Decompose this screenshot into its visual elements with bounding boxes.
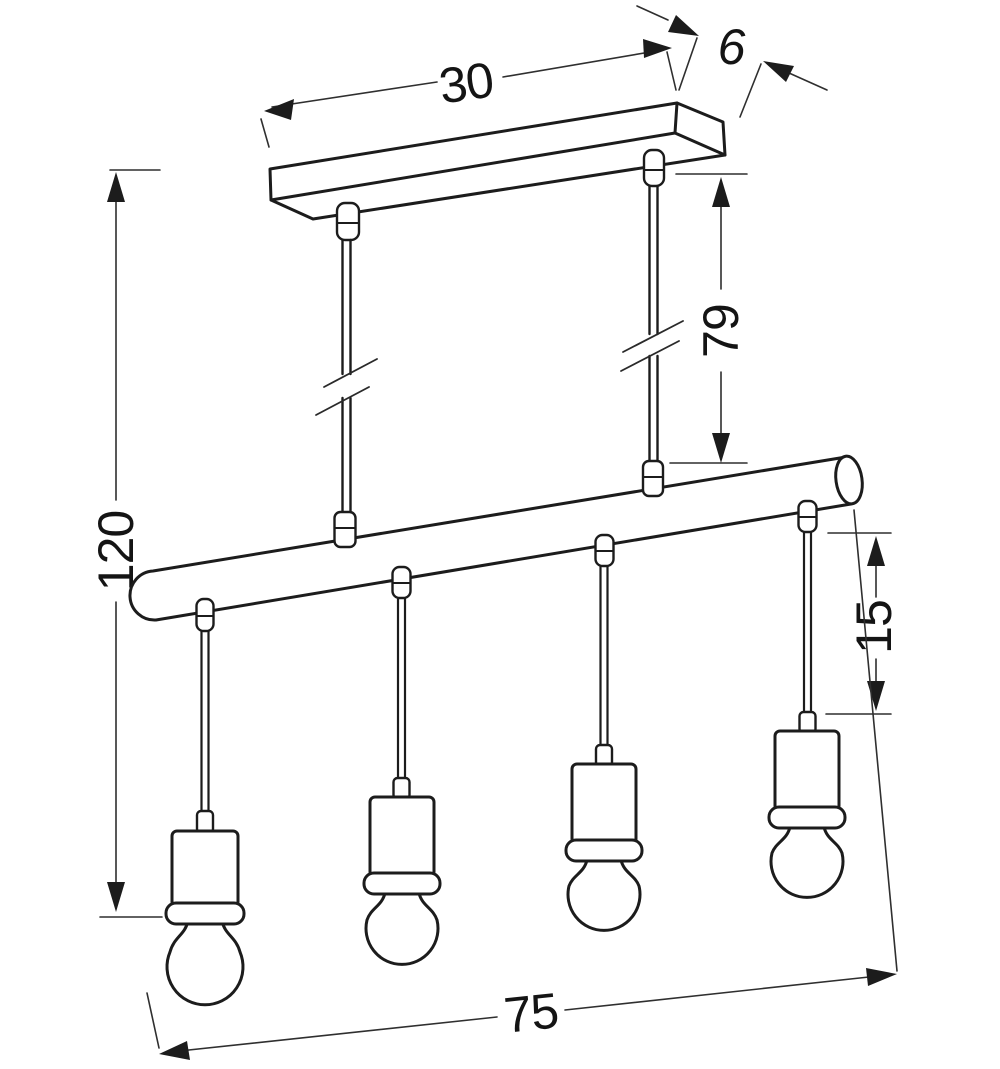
dim6-label: 6 <box>718 19 746 75</box>
dim75-line <box>169 976 870 1053</box>
pendant-3 <box>564 533 644 932</box>
dimension-rod-length: 79 <box>669 173 749 464</box>
suspension-rod-right <box>620 148 684 466</box>
dim6-arrow-right <box>763 61 794 82</box>
pendant-1-cord <box>200 629 210 814</box>
rod-right-tube <box>648 184 659 466</box>
suspension-rod-left <box>315 201 378 516</box>
pendant-1-socket-flange <box>164 901 246 926</box>
pendant-4-cord <box>802 530 813 715</box>
dim120-arrow-up <box>107 172 125 202</box>
dim30-arrow-right <box>643 39 672 58</box>
dim15-arrow-up <box>867 536 885 566</box>
dim120-label: 120 <box>88 511 144 591</box>
rod-right-top-connector <box>642 148 666 188</box>
dim6-arrow-left <box>668 15 699 36</box>
pendant-1-socket <box>170 829 240 909</box>
dim79-label: 79 <box>693 304 749 358</box>
pendant-3-socket <box>570 762 638 846</box>
pendant-3-bulb <box>566 858 642 932</box>
pendant-3-cord <box>599 564 609 748</box>
pendant-3-socket-flange <box>564 838 644 863</box>
dim75-arrow-left <box>159 1041 190 1060</box>
dim75-label: 75 <box>501 982 560 1043</box>
pendant-2-socket-flange <box>362 871 442 896</box>
pendant-4 <box>767 499 847 899</box>
dim75-extension-right <box>853 509 898 972</box>
rod-left-break-symbol <box>315 358 378 416</box>
dimension-total-height: 120 <box>88 169 163 918</box>
dim6-leader-left <box>636 5 669 21</box>
pendant-1 <box>164 597 246 1007</box>
dim30-arrow-left <box>264 99 294 120</box>
canopy-front-bottom-edge <box>269 131 677 202</box>
dim30-label: 30 <box>436 52 497 115</box>
pendant-2-socket <box>368 795 436 879</box>
dimension-bar-span: 75 <box>146 509 898 1060</box>
dimension-cord-segment: 15 <box>825 532 902 715</box>
dim15-arrow-down <box>867 681 885 711</box>
pendant-4-socket-flange <box>767 805 847 830</box>
pendant-2-cord <box>396 596 407 781</box>
rod-left-top-connector <box>335 201 361 242</box>
dimension-canopy-width: 30 <box>260 37 698 148</box>
rod-left-tube <box>341 238 352 516</box>
pendant-2 <box>362 565 442 966</box>
canopy-right-end-edges <box>673 101 727 157</box>
dim75-arrow-right <box>866 968 897 986</box>
dim120-arrow-down <box>107 882 125 912</box>
dim79-arrow-up <box>712 177 730 207</box>
dim15-label: 15 <box>846 600 902 654</box>
rod-right-break-symbol <box>620 320 684 372</box>
dim6-extension-right <box>739 63 762 118</box>
dimension-canopy-depth: 6 <box>636 5 828 118</box>
rod-right-bottom-connector <box>641 459 665 498</box>
horizontal-bar <box>128 454 864 622</box>
dim30-extension-left <box>260 118 270 148</box>
pendant-2-bulb <box>364 891 440 966</box>
dim75-extension-left <box>146 992 160 1049</box>
pendant-4-bulb <box>769 825 845 899</box>
pendant-4-socket <box>773 729 841 813</box>
dim30-line <box>271 50 657 108</box>
rod-left-bottom-connector <box>333 510 357 549</box>
dim6-leader-right <box>788 72 828 91</box>
bar-right-end-cap <box>834 454 864 506</box>
dim30-extension-right <box>666 37 698 91</box>
bar-tube-body <box>128 455 853 622</box>
dim79-arrow-down <box>712 433 730 463</box>
pendant-1-bulb <box>165 919 245 1007</box>
ceiling-canopy <box>268 101 727 221</box>
